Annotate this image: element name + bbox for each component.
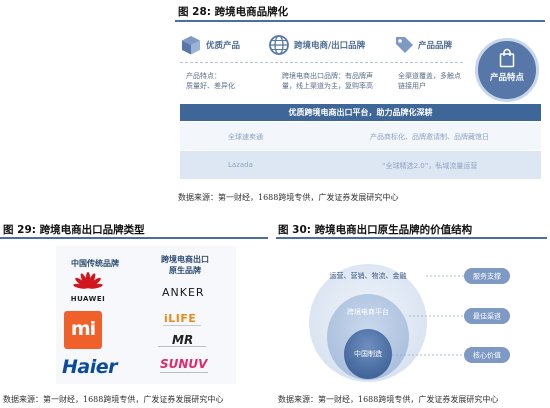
cube-icon [180,34,202,56]
ilife-underline [163,325,201,326]
shopping-bag-icon [499,48,515,68]
note-cross-border-brand: 跨境电商出口品牌：有品牌声 量，线上渠道为主，复购率高 [282,72,373,90]
huawei-wordmark: HUAWEI [70,295,106,303]
icon-label-cross-border-brand: 跨境电商/出口品牌 [294,41,366,51]
table-row: Lazada “全球精选2.0”，私域流量运营 [180,151,541,179]
fig30-title-rule [276,237,547,239]
mi-logo: mi [64,311,102,349]
product-feature-label: 产品特点 [489,73,524,83]
col-traditional-brands: 中国传统品牌 [71,259,119,268]
ilife-logo: iLIFE [164,312,197,325]
mr-underline [158,346,206,347]
col-native-brands: 跨境电商出口 原生品牌 [161,255,209,275]
row-platform-lazada: Lazada [228,161,253,169]
fig30-title: 图 30: 跨境电商出口原生品牌的价值结构 [278,224,473,236]
value-service-label: 服务支撑 [473,272,501,281]
sunuv-underline [160,372,208,373]
huawei-logo: HUAWEI [68,272,108,306]
note-omnichannel: 全渠道覆盖，多触点 链接用户 [398,72,461,90]
value-pill-core [464,347,510,363]
sunuv-logo: SUNUV [160,357,208,371]
anker-logo: ANKER [162,286,205,299]
haier-logo: Haier [62,356,118,378]
note-product-feature: 产品特点： 质量好、差异化 [186,72,235,90]
row-platform-aliexpress: 全球速卖通 [228,133,263,141]
icon-label-product-brand: 产品品牌 [418,41,453,51]
dotted-divider [180,62,463,63]
value-pill-channel [464,308,510,324]
globe-icon [268,34,290,56]
fig29-source: 数据来源：第一财经，1688跨境专供，广发证券发展研究中心 [3,395,224,404]
mi-wordmark: mi [70,318,96,340]
row-detail-lazada: “全球精选2.0”，私域流量运营 [382,162,478,170]
middle-label: 跨境电商平台 [347,307,389,316]
mr-logo: MR [172,333,194,347]
fig28-source: 数据来源：第一财经，1688跨境专供，广发证券发展研究中心 [178,193,399,202]
row-detail-aliexpress: 产品商标化、品牌邀请制、品牌藏馆日 [370,133,489,141]
value-structure-diagram: 运营、营销、物流、金融 跨境电商平台 中国制造 服务支撑 最佳渠道 核心价值 [306,247,521,385]
fig29-title: 图 29: 跨境电商出口品牌类型 [3,224,145,236]
value-core-label: 核心价值 [473,351,501,360]
outer-label: 运营、营销、物流、金融 [330,271,407,280]
fig28-title: 图 28: 跨境电商品牌化 [178,6,289,18]
value-channel-label: 最佳渠道 [473,312,501,321]
fig29-title-rule [0,237,268,239]
inner-label: 中国制造 [354,349,382,358]
tag-icon [393,34,415,56]
inner-circle [344,329,392,379]
icon-label-quality-product: 优质产品 [206,41,241,51]
platform-banner: 优质跨境电商出口平台，助力品牌化深耕 [180,104,541,121]
fig28-title-rule [175,20,545,22]
table-row: 全球速卖通 产品商标化、品牌邀请制、品牌藏馆日 [180,122,541,150]
fig30-source: 数据来源：第一财经，1688跨境专供，广发证券发展研究中心 [278,395,499,404]
product-feature-circle: 产品特点 [475,38,539,102]
value-pill-service [464,268,510,284]
